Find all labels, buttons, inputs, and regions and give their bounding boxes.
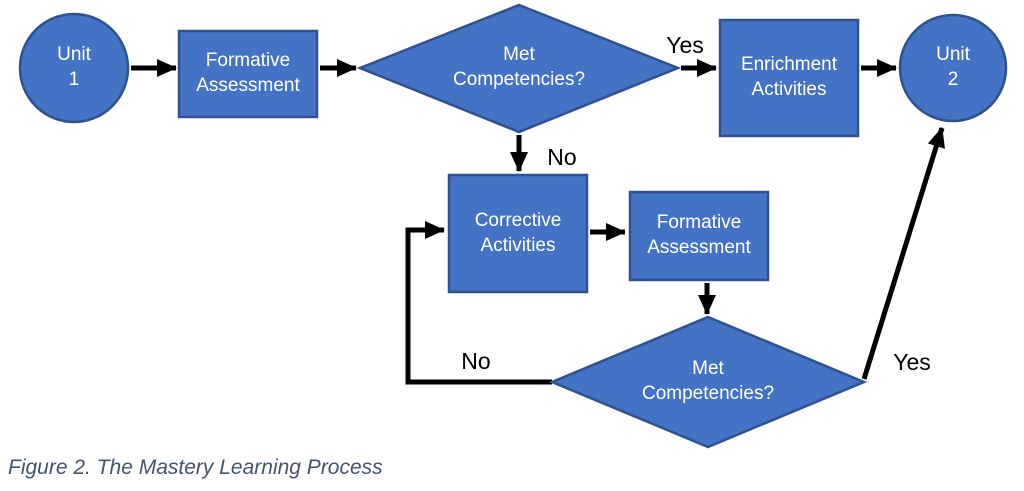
node-unit2-shape <box>898 13 1008 123</box>
node-decision2-shape <box>548 315 868 449</box>
node-enrichment-shape <box>718 18 860 138</box>
node-unit1-shape <box>18 12 130 124</box>
node-decision1-shape <box>356 3 682 134</box>
node-formative1-shape <box>177 29 319 119</box>
edge-decision2-yes-to-unit2 <box>861 127 945 380</box>
node-formative2-shape <box>628 190 770 282</box>
figure-caption: Figure 2. The Mastery Learning Process <box>8 456 383 479</box>
node-corrective-shape <box>447 173 589 294</box>
edge-decision2-no-loop-to-corrective <box>405 221 552 385</box>
